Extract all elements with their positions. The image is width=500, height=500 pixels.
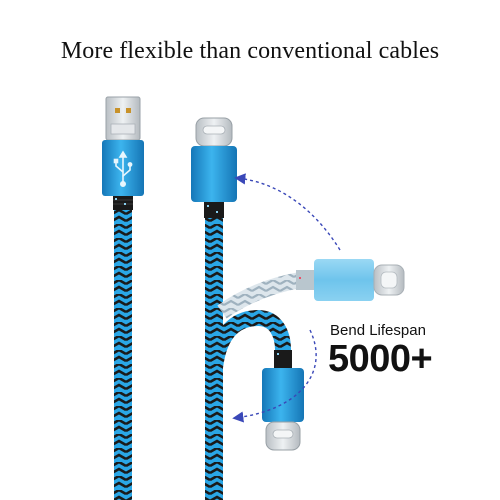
usb-c-housing-top — [191, 146, 237, 202]
bend-lifespan-count: 5000+ — [328, 338, 433, 380]
bend-arrow-icon — [234, 173, 341, 251]
usb-trident-icon — [113, 150, 133, 188]
usb-c-housing-bottom — [262, 368, 304, 422]
headline: More flexible than conventional cables — [60, 38, 440, 64]
usb-a-braided-cable — [114, 210, 132, 500]
usb-c-housing-ghost — [314, 259, 374, 301]
usb-a-cable — [102, 96, 144, 500]
bend-lifespan-label: Bend Lifespan — [330, 322, 426, 339]
usb-c-cable-bent — [206, 309, 304, 451]
bend-arrow-icon — [232, 329, 317, 423]
usb-c-cable-bent-ghost — [217, 259, 405, 319]
